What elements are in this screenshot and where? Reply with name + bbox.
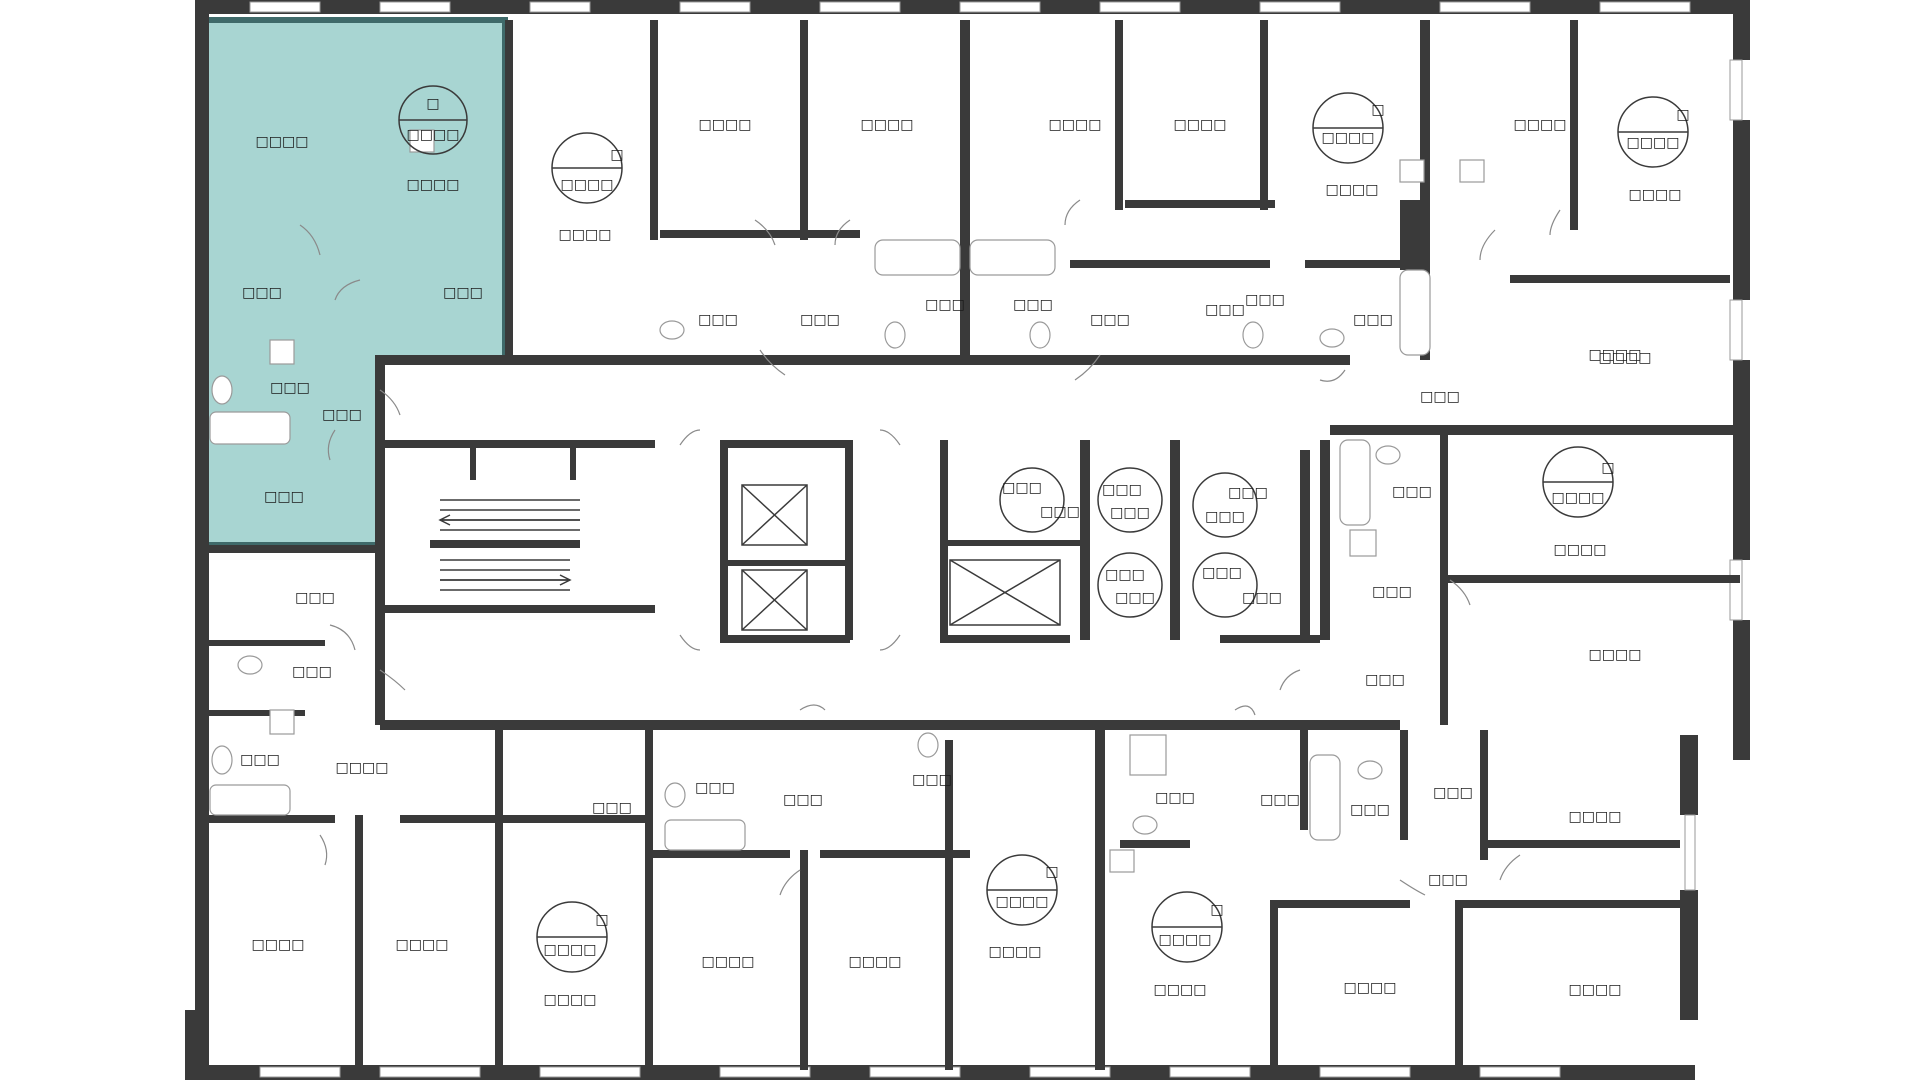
room-label: □□□ bbox=[443, 285, 483, 301]
room-label: □□□ bbox=[1242, 590, 1282, 606]
room-label: □□□ bbox=[698, 312, 738, 328]
room-label: □□□□ bbox=[396, 937, 449, 953]
room-label: □□□ bbox=[912, 772, 952, 788]
windows bbox=[249, 1, 1743, 1078]
room-label: □□□□ bbox=[702, 954, 755, 970]
room-label: □ bbox=[426, 96, 439, 112]
room-label: □□□□ bbox=[544, 992, 597, 1008]
room-label: □ bbox=[1601, 460, 1614, 476]
apartment-lower-fill bbox=[205, 355, 380, 545]
room-label: □□□ bbox=[1110, 505, 1150, 521]
room-label: □□□ bbox=[1420, 389, 1460, 405]
room-label: □□□ bbox=[1205, 302, 1245, 318]
room-label: □□□ bbox=[1202, 565, 1242, 581]
room-label: □ bbox=[595, 912, 608, 928]
room-label: □□□□ bbox=[561, 177, 614, 193]
room-label: □□□ bbox=[242, 285, 282, 301]
room-label: □□□ bbox=[1260, 792, 1300, 808]
room-label: □□□□ bbox=[1322, 130, 1375, 146]
room-label: □□□ bbox=[800, 312, 840, 328]
room-label: □□□ bbox=[1013, 297, 1053, 313]
room-label: □□□ bbox=[1105, 567, 1145, 583]
room-label: □□□ bbox=[925, 297, 965, 313]
room-label: □□□□ bbox=[252, 937, 305, 953]
room-label: □□□□ bbox=[1629, 187, 1682, 203]
room-label: □□□□ bbox=[1569, 809, 1622, 825]
room-label: □□□ bbox=[1392, 484, 1432, 500]
room-label: □□□ bbox=[1155, 790, 1195, 806]
room-label: □ bbox=[1210, 902, 1223, 918]
room-label: □□□ bbox=[1115, 590, 1155, 606]
room-label: □□□ bbox=[783, 792, 823, 808]
room-label: □□□□ bbox=[996, 894, 1049, 910]
room-label: □□□ bbox=[264, 489, 304, 505]
room-label: □□□□ bbox=[1514, 117, 1567, 133]
room-label: □□□□ bbox=[989, 944, 1042, 960]
doors bbox=[299, 199, 1561, 896]
room-label: □□□□ bbox=[849, 954, 902, 970]
room-label: □ bbox=[610, 147, 623, 163]
room-label: □□□ bbox=[322, 407, 362, 423]
room-labels: □□□□ □□□□ □□□□ □□□ □□□ □□□ □□□ □□□ □□□□ … bbox=[240, 96, 1689, 1008]
room-label: □□□□ bbox=[1627, 135, 1680, 151]
room-label: □□□ bbox=[1372, 584, 1412, 600]
stairs bbox=[438, 499, 580, 591]
room-label: □□□□ bbox=[1554, 542, 1607, 558]
room-label: □□□ bbox=[592, 800, 632, 816]
room-label: □□□ bbox=[270, 380, 310, 396]
room-label: □□□□ bbox=[699, 117, 752, 133]
room-label: □□□ bbox=[1433, 785, 1473, 801]
room-label: □□□ bbox=[1353, 312, 1393, 328]
room-label: □□□□ bbox=[1552, 490, 1605, 506]
room-label: □□□□ bbox=[1326, 182, 1379, 198]
room-label: □□□□ bbox=[1154, 982, 1207, 998]
room-label: □□□ bbox=[292, 664, 332, 680]
round-fixtures bbox=[398, 85, 1689, 973]
room-label: □□□□ bbox=[407, 177, 460, 193]
room-label: □□□□ bbox=[1569, 982, 1622, 998]
room-label: □□□□ bbox=[256, 134, 309, 150]
room-label: □□□□ bbox=[1344, 980, 1397, 996]
room-label: □ bbox=[1045, 864, 1058, 880]
apartment-upper-fill bbox=[205, 20, 505, 360]
room-label: □□□ bbox=[1040, 504, 1080, 520]
room-label: □□□□ bbox=[1159, 932, 1212, 948]
room-label: □ bbox=[1676, 107, 1689, 123]
room-label: □□□ bbox=[1205, 509, 1245, 525]
room-label: □□□□ bbox=[1599, 350, 1652, 366]
room-label: □□□ bbox=[1090, 312, 1130, 328]
room-label: □□□□ bbox=[1589, 647, 1642, 663]
room-label: □□□ bbox=[1228, 485, 1268, 501]
room-label: □ bbox=[1371, 102, 1384, 118]
room-label: □□□ bbox=[1245, 292, 1285, 308]
room-label: □□□□ bbox=[544, 942, 597, 958]
room-label: □□□□ bbox=[336, 760, 389, 776]
room-label: □□□ bbox=[1350, 802, 1390, 818]
room-label: □□□□ bbox=[1589, 347, 1642, 363]
room-label: □□□□ bbox=[861, 117, 914, 133]
room-label: □□□□ bbox=[407, 127, 460, 143]
room-label: □□□□ bbox=[559, 227, 612, 243]
room-label: □□□ bbox=[1428, 872, 1468, 888]
room-label: □□□□ bbox=[1174, 117, 1227, 133]
room-label: □□□ bbox=[1002, 480, 1042, 496]
room-label: □□□ bbox=[1365, 672, 1405, 688]
room-label: □□□ bbox=[240, 752, 280, 768]
room-label: □□□□ bbox=[1049, 117, 1102, 133]
room-label: □□□ bbox=[295, 590, 335, 606]
interior-walls bbox=[205, 20, 1740, 1070]
highlighted-apartment[interactable] bbox=[202, 17, 508, 548]
room-label: □□□ bbox=[1102, 482, 1142, 498]
room-label: □□□ bbox=[695, 780, 735, 796]
fixtures bbox=[209, 129, 1485, 873]
elevators bbox=[741, 484, 1061, 631]
